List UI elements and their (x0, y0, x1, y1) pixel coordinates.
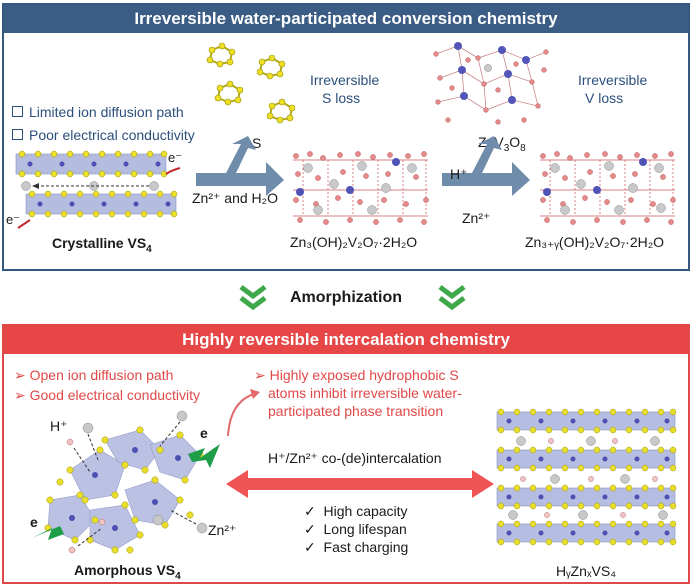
h-plus-bottom: H⁺ (50, 418, 68, 434)
pointer-arrow (227, 389, 260, 437)
conversion-arrow-1 (196, 136, 284, 196)
crystalline-vs4-structure (15, 150, 181, 229)
amorphization-label: Amorphization (290, 289, 402, 306)
benefit-long-lifespan: ✓ Long lifespan (304, 521, 407, 537)
hydrophobic-line-1: ➢ Highly exposed hydrophobic S (254, 367, 459, 383)
bullet-poor-conductivity: Poor electrical conductivity (12, 127, 195, 143)
amorphous-vs4-label: Amorphous VS4 (74, 562, 181, 582)
intercalation-chemistry-title: Highly reversible intercalation chemistr… (4, 326, 688, 354)
s-loss-line2: S loss (322, 90, 361, 106)
zn3-vanadate-structure (293, 151, 429, 225)
hydrophobic-line-2: atoms inhibit irreversible water- (268, 385, 462, 401)
bullet-open-diffusion: ➢ Open ion diffusion path (14, 367, 174, 383)
sulfur-label: S (252, 135, 262, 151)
hydrophobic-line-3: participated phase transition (268, 403, 444, 419)
zn-ion-top: Zn²⁺ (462, 210, 491, 226)
electron-label-left: e⁻ (6, 212, 21, 227)
reagent-zn-h2o: Zn²⁺ and H₂O (192, 190, 278, 206)
v-loss-line2: V loss (585, 90, 624, 106)
conversion-arrow-2 (442, 136, 530, 196)
double-headed-arrow (226, 470, 494, 498)
hyznxvs4-label: HᵧZnₓVS₄ (556, 563, 616, 579)
conversion-chemistry-title: Irreversible water-participated conversi… (4, 5, 688, 33)
h-plus-top: H⁺ (450, 166, 468, 182)
conversion-chemistry-panel: Irreversible water-participated conversi… (2, 3, 690, 271)
crystalline-vs4-label: Crystalline VS4 (52, 235, 152, 255)
product-zn3-vanadate: Zn₃(OH)₂V₂O₇·2H₂O (290, 234, 418, 250)
electron-label-lower: e (30, 514, 38, 530)
product-zn3y-vanadate: Zn₃₊ᵧ(OH)₂V₂O₇·2H₂O (525, 234, 665, 250)
zn3y-vanadate-structure (540, 151, 676, 225)
intercalation-label: H⁺/Zn²⁺ co-(de)intercalation (268, 450, 442, 466)
amorphous-vs4-structure (32, 410, 220, 554)
s-loss-line1: Irreversible (310, 72, 380, 88)
chevron-down-icon (438, 285, 466, 311)
chevron-down-icon (239, 285, 267, 311)
sulfur-rings (206, 42, 296, 124)
electron-label-upper: e (200, 425, 208, 441)
bullet-limited-diffusion: Limited ion diffusion path (12, 104, 184, 120)
hyznxvs4-structure (496, 408, 677, 546)
znv3o8-structure (433, 42, 549, 125)
bullet-good-conductivity: ➢ Good electrical conductivity (14, 387, 201, 403)
benefit-high-capacity: ✓ High capacity (304, 503, 408, 519)
v-loss-line1: Irreversible (578, 72, 648, 88)
benefit-fast-charging: ✓ Fast charging (304, 539, 409, 555)
electron-label-right: e⁻ (168, 150, 183, 165)
zn-ion-bottom: Zn²⁺ (208, 522, 237, 538)
